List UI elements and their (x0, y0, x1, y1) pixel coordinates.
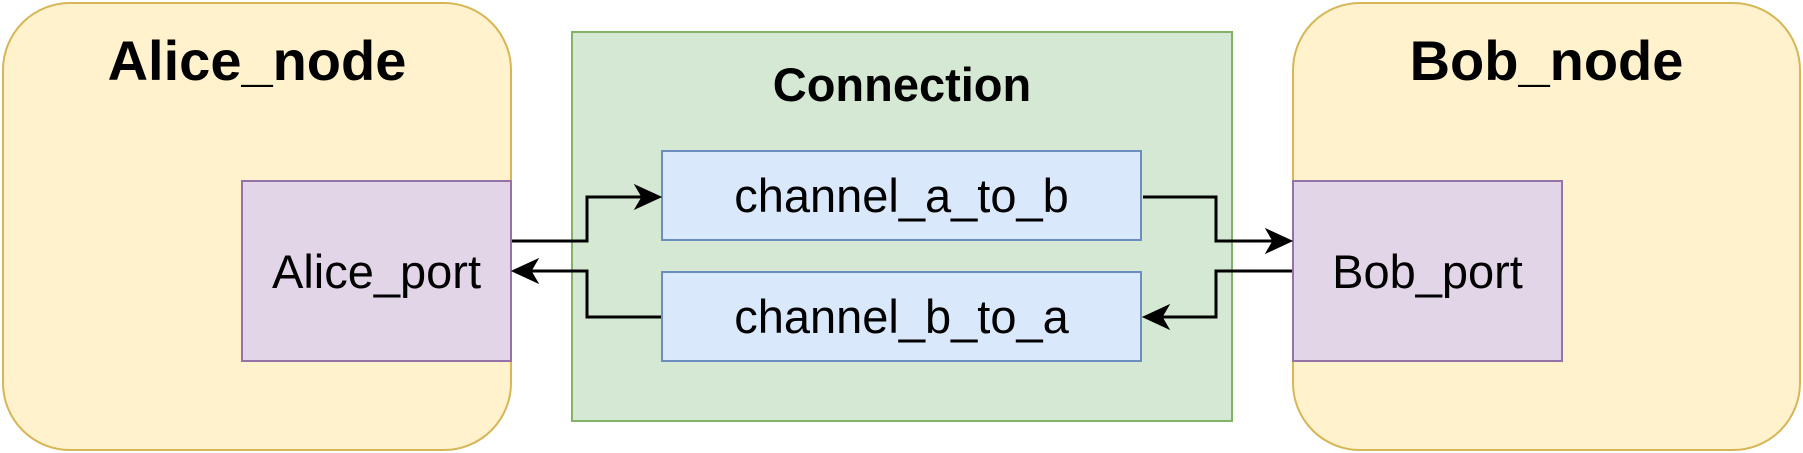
alice-port-label: Alice_port (272, 244, 481, 298)
arrowhead-into-bob-port (1264, 227, 1294, 255)
bob-port[interactable]: Bob_port (1292, 180, 1563, 362)
channel-b-to-a-label: channel_b_to_a (734, 290, 1069, 343)
channel-a-to-b[interactable]: channel_a_to_b (661, 150, 1142, 241)
alice-node-title: Alice_node (107, 29, 407, 92)
channel-b-to-a[interactable]: channel_b_to_a (661, 271, 1142, 362)
bob-port-label: Bob_port (1332, 244, 1523, 298)
channel-a-to-b-label: channel_a_to_b (734, 169, 1069, 222)
bob-node-title: Bob_node (1409, 29, 1684, 92)
alice-port[interactable]: Alice_port (241, 180, 512, 362)
arrowhead-into-alice-port (510, 257, 540, 285)
connection-title: Connection (772, 58, 1032, 111)
